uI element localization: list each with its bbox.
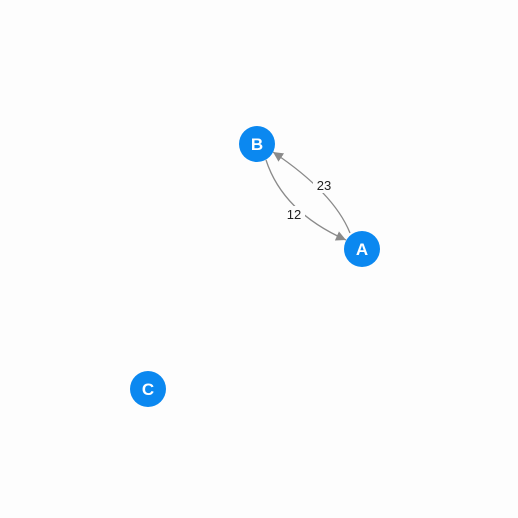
node-c[interactable]: C	[130, 371, 166, 407]
edge-a-to-b-label: 23	[317, 178, 331, 193]
node-a[interactable]: A	[344, 231, 380, 267]
node-a-circle[interactable]	[344, 231, 380, 267]
node-a-label: A	[356, 240, 368, 259]
node-b-label: B	[251, 135, 263, 154]
node-c-label: C	[142, 380, 154, 399]
edge-b-to-a-label-bg	[283, 206, 305, 222]
node-c-circle[interactable]	[130, 371, 166, 407]
edge-b-to-a-label: 12	[287, 207, 301, 222]
edge-b-to-a-line[interactable]	[265, 159, 347, 241]
edge-a-to-b[interactable]: 23	[272, 151, 351, 234]
edge-b-to-a[interactable]: 12	[265, 159, 347, 241]
edge-a-to-b-label-bg	[313, 177, 335, 193]
node-b[interactable]: B	[239, 126, 275, 162]
node-b-circle[interactable]	[239, 126, 275, 162]
